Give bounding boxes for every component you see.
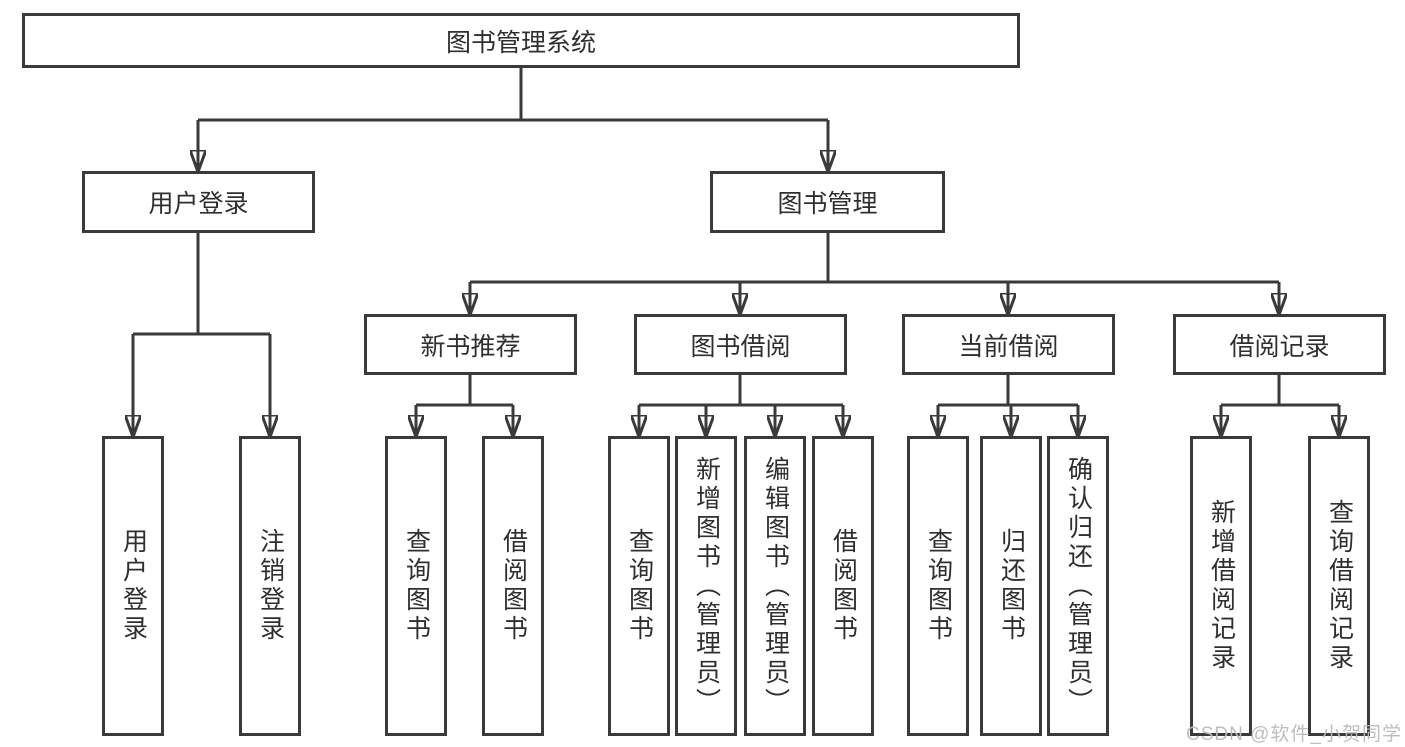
node-leaf-query-books-2-label: 查询图书: [625, 528, 654, 644]
node-leaf-add-book-admin: 新增图书（管理员）: [675, 436, 737, 736]
node-leaf-user-login: 用户登录: [102, 436, 164, 736]
node-group-borrow-records: 借阅记录: [1173, 314, 1386, 375]
node-leaf-add-borrow-record-label: 新增借阅记录: [1207, 499, 1236, 673]
node-leaf-confirm-return-admin: 确认归还（管理员）: [1047, 436, 1109, 736]
node-group-borrow-records-label: 借阅记录: [1229, 332, 1330, 361]
node-leaf-return-book: 归还图书: [980, 436, 1042, 736]
node-leaf-query-books-2: 查询图书: [608, 436, 670, 736]
node-leaf-query-borrow-record-label: 查询借阅记录: [1325, 499, 1354, 673]
node-leaf-query-books-1-label: 查询图书: [402, 528, 431, 644]
node-leaf-user-login-label: 用户登录: [119, 528, 148, 644]
node-group-book-borrow-label: 图书借阅: [690, 332, 791, 361]
node-branch-book-management-label: 图书管理: [777, 190, 878, 218]
node-root-label: 图书管理系统: [445, 28, 596, 57]
node-leaf-logout-label: 注销登录: [256, 528, 285, 644]
connector-bookmgmt-tee: [470, 233, 1279, 284]
node-root: 图书管理系统: [22, 13, 1020, 68]
node-leaf-logout: 注销登录: [239, 436, 301, 736]
node-branch-user-login: 用户登录: [82, 171, 315, 233]
connector-bookborrow-tee: [639, 375, 843, 407]
node-leaf-query-books-1: 查询图书: [385, 436, 447, 736]
node-leaf-add-book-admin-label: 新增图书（管理员）: [692, 455, 721, 717]
node-leaf-query-borrow-record: 查询借阅记录: [1308, 436, 1370, 736]
node-group-current-borrow: 当前借阅: [902, 314, 1115, 375]
node-group-new-book-recommend-label: 新书推荐: [420, 332, 521, 361]
node-branch-user-login-label: 用户登录: [148, 190, 249, 218]
node-group-book-borrow: 图书借阅: [634, 314, 847, 375]
node-leaf-edit-book-admin: 编辑图书（管理员）: [744, 436, 806, 736]
node-group-new-book-recommend: 新书推荐: [364, 314, 577, 375]
node-branch-book-management: 图书管理: [710, 171, 945, 233]
node-leaf-edit-book-admin-label: 编辑图书（管理员）: [761, 455, 790, 717]
node-leaf-query-books-3-label: 查询图书: [924, 528, 953, 644]
node-leaf-borrow-books-2-label: 借阅图书: [829, 528, 858, 644]
node-leaf-borrow-books-1: 借阅图书: [482, 436, 544, 736]
connector-root-tee: [198, 68, 828, 122]
node-group-current-borrow-label: 当前借阅: [958, 332, 1059, 361]
connector-currentborrow-tee: [938, 375, 1078, 407]
node-leaf-borrow-books-1-label: 借阅图书: [499, 528, 528, 644]
node-leaf-confirm-return-admin-label: 确认归还（管理员）: [1064, 455, 1093, 717]
node-leaf-add-borrow-record: 新增借阅记录: [1190, 436, 1252, 736]
connector-borrowrecords-tee: [1221, 375, 1339, 407]
node-leaf-borrow-books-2: 借阅图书: [812, 436, 874, 736]
node-leaf-return-book-label: 归还图书: [997, 528, 1026, 644]
connector-userlogin-tee: [133, 233, 270, 336]
watermark: CSDN @软件_小贺同学: [1186, 724, 1402, 745]
node-leaf-query-books-3: 查询图书: [907, 436, 969, 736]
connector-newbook-tee: [416, 375, 513, 407]
